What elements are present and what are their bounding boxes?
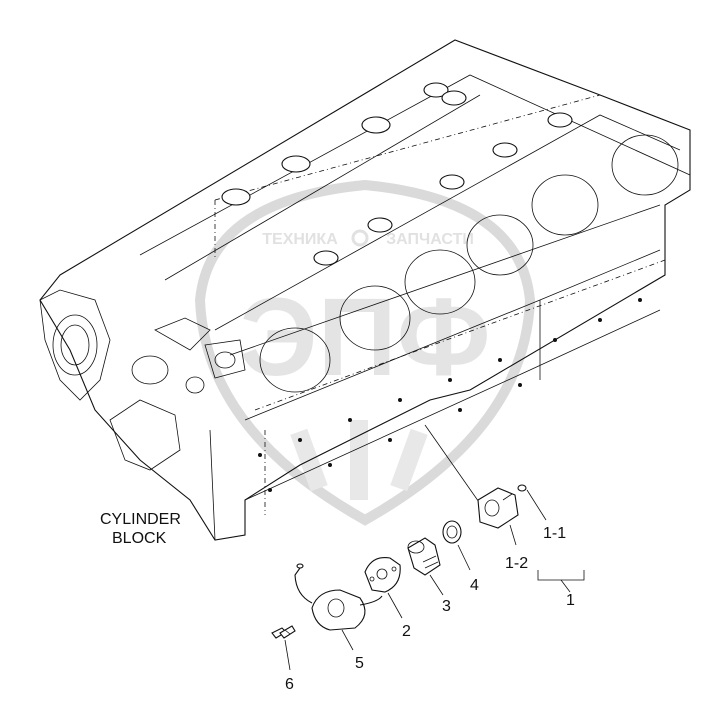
part-4-washer [442,520,462,544]
part-2-gasket [364,557,401,593]
watermark-text-right: ЗАПЧАСТИ [386,231,474,248]
callout-leaders [284,489,585,671]
watermark-shield [194,179,536,526]
deck-plugs [221,82,573,266]
part-1-oil-jet-body [477,487,519,529]
watermark-gear-icon [351,229,369,247]
part-5-oil-jet-nozzle [294,563,383,631]
callout-6: 6 [285,676,294,693]
bolt-holes [258,298,642,492]
callout-2: 2 [402,623,411,640]
callout-1-1: 1-1 [543,525,566,542]
cylinder-block-label-line1: CYLINDER [100,511,181,528]
callout-4: 4 [470,577,479,594]
callout-1-2: 1-2 [505,555,528,572]
watermark-text-left: ТЕХНИКА [262,231,338,248]
part-6-bolt [271,625,296,639]
watermark: ЭПФ ТЕХНИКА ЗАПЧАСТИ [194,179,536,526]
part-3-bolt [407,537,441,576]
cylinder-block-drawing [39,39,691,541]
watermark-logo: ЭПФ [239,276,490,399]
part-1-1-plug [517,484,527,492]
callout-3: 3 [442,598,451,615]
cylinder-bores [259,134,679,393]
cylinder-block-label-line2: BLOCK [112,530,167,547]
callout-5: 5 [355,655,364,672]
callout-1: 1 [566,592,575,609]
